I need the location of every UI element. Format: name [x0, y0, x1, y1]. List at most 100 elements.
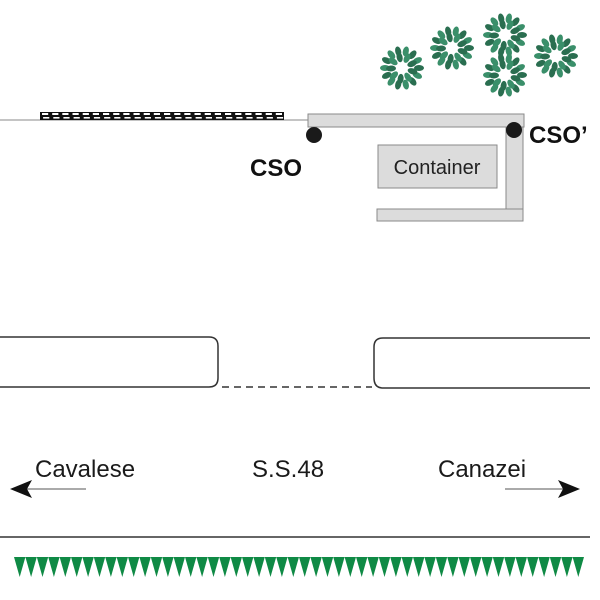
grass-tuft [321, 557, 334, 577]
fence-brick [124, 117, 131, 119]
container-label: Container [394, 157, 481, 179]
cso-label: CSO [250, 155, 302, 182]
grass-tuft [401, 557, 413, 577]
tree-icon [534, 34, 578, 78]
grass-tuft [481, 557, 493, 577]
arrow-left-icon [10, 480, 86, 498]
grass-tuft [196, 557, 208, 577]
grass-tuft [378, 557, 391, 577]
grass-tuft [310, 557, 322, 577]
grass-tuft [390, 557, 402, 577]
fence-brick [246, 117, 253, 119]
fence-brick [53, 117, 60, 119]
grass-tuft [253, 557, 265, 577]
grass-tuft [116, 557, 128, 577]
grass-tuft [549, 557, 562, 577]
grass-tuft [150, 557, 163, 577]
fence-brick [134, 117, 141, 119]
fence-brick [113, 113, 120, 115]
left-bay-outline [0, 336, 219, 388]
fence-brick [175, 117, 182, 119]
grass-tuft [139, 557, 151, 577]
fence-brick [62, 113, 69, 115]
structure [307, 113, 525, 222]
grass-tuft [492, 557, 505, 577]
fence-brick [143, 113, 150, 115]
fence-brick [154, 117, 162, 119]
grass-tuft [470, 557, 482, 577]
direction-right-label: Canazei [438, 456, 526, 483]
grass-tuft [36, 557, 49, 577]
grass-tuft [424, 557, 436, 577]
fence-brick [92, 113, 99, 115]
fence-body [40, 112, 284, 120]
fence-brick [52, 113, 59, 115]
fence-brick [195, 117, 202, 119]
bottom-wall [376, 208, 524, 222]
fence-brick [42, 113, 49, 115]
right-wall [505, 126, 524, 211]
grass-tuft [128, 557, 140, 577]
grass-tuft [93, 557, 106, 577]
tree-icon [483, 53, 527, 97]
fence-brick [235, 113, 242, 115]
grass-tuft [185, 557, 197, 577]
tree-icon [483, 13, 527, 57]
grass-tuft [173, 557, 185, 577]
fence-brick [43, 117, 50, 119]
grass-tuft [219, 557, 231, 577]
grass-tuft [572, 557, 584, 577]
container-box [377, 144, 498, 189]
grass-tuft [287, 557, 299, 577]
fence-brick [103, 113, 110, 115]
fence-brick [256, 117, 263, 119]
fence-brick [245, 113, 252, 115]
grass-tuft [299, 557, 311, 577]
fence-brick [275, 113, 282, 115]
fence-brick [265, 113, 272, 115]
top-wall [307, 113, 525, 128]
fence-brick [194, 113, 201, 115]
grass-tuft [367, 557, 379, 577]
right-bay-outline [373, 337, 590, 389]
grass-tuft [14, 557, 26, 577]
grass-tuft [435, 557, 448, 577]
arrow-right-icon [505, 480, 580, 498]
fence-brick [93, 117, 101, 119]
grass-tuft [276, 557, 288, 577]
brick-fence [40, 112, 284, 120]
grass-tuft [447, 557, 459, 577]
fence-brick [164, 113, 171, 115]
fence-brick [204, 113, 211, 115]
fence-brick [215, 117, 223, 119]
fence-brick [184, 113, 191, 115]
fence-brick [174, 113, 181, 115]
fence-brick [114, 117, 121, 119]
fence-brick [185, 117, 192, 119]
grass-tuft [25, 557, 37, 577]
fence-brick [226, 117, 233, 119]
grass-tuft [344, 557, 356, 577]
cso-point [306, 127, 322, 143]
grass-tuft [48, 557, 60, 577]
grass-tuft [230, 557, 242, 577]
grass-tuft [162, 557, 174, 577]
tree-icon [380, 46, 424, 90]
fence-brick [205, 117, 212, 119]
fence-brick [83, 117, 90, 119]
fence-brick [266, 117, 273, 119]
fence-brick [276, 117, 284, 119]
grass-tuft [264, 557, 277, 577]
grass-tuft [333, 557, 345, 577]
trees [380, 13, 578, 97]
grass-tuft [413, 557, 425, 577]
grass-tuft [105, 557, 117, 577]
direction-left-label: Cavalese [35, 456, 135, 483]
grass-tuft [515, 557, 527, 577]
fence-brick [73, 117, 80, 119]
fence-brick [153, 113, 160, 115]
grass-tuft [59, 557, 71, 577]
grass-strip [14, 557, 584, 577]
fence-brick [63, 117, 70, 119]
